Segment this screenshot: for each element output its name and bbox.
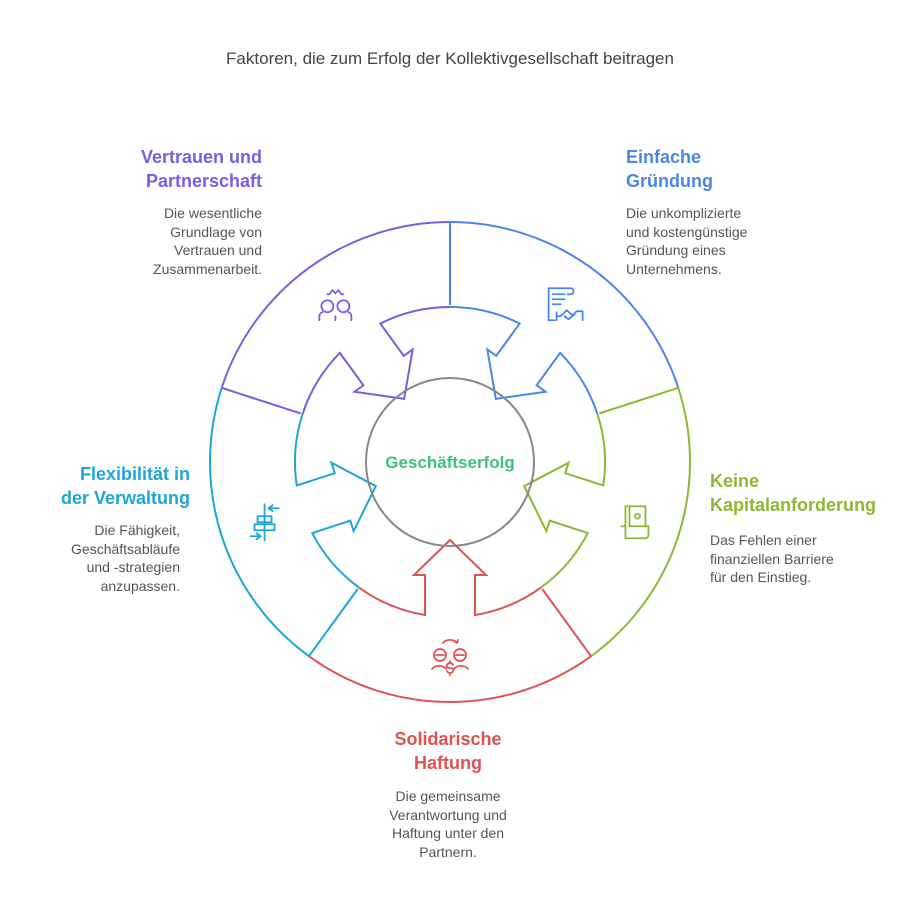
liability-arrow [358,538,542,617]
liability-outer-arc [308,655,592,703]
trust-heading: Vertrauen und Partnerschaft [80,145,262,193]
liability-description: Die gemeinsame Verantwortung und Haftung… [348,787,548,861]
heading-line: Vertrauen und [140,147,262,167]
trust-divider [221,386,301,415]
heading-line: Flexibilität in [79,464,190,484]
description-line: und kostengünstige [626,223,748,240]
heading-line: Partnerschaft [145,171,262,191]
founding-outer-arc [449,221,680,389]
center-circle [365,377,535,547]
heading-line: der Verwaltung [60,488,190,508]
heading-line: Solidarische [394,729,502,749]
partners-icon [318,288,353,322]
flexibility-outer-arc [209,387,310,657]
description-line: Zusammenarbeit. [153,260,262,277]
description-line: Unternehmens. [626,260,722,277]
founding-heading: Einfache Gründung [626,145,713,193]
description-line: Grundlage von [170,223,262,240]
flexibility-arrow [294,413,378,589]
description-line: Die unkomplizierte [626,205,742,221]
description-line: Das Fehlen einer [710,532,817,548]
description-line: Die Fähigkeit, [94,522,180,538]
heading-line: Gründung [626,171,713,191]
shared-liability-icon [431,639,469,676]
capital-description: Das Fehlen einer finanziellen Barriere f… [710,531,834,587]
capital-arrow [522,413,606,589]
description-line: Partnern. [419,843,477,860]
description-line: und -strategien [86,559,180,575]
capital-heading: Keine Kapitalanforderung [710,469,876,517]
capital-outer-arc [590,387,691,657]
description-line: Gründung eines [626,242,726,258]
description-line: für den Einstieg. [710,569,812,585]
trust-outer-arc [220,221,451,389]
liability-heading: Solidarische Haftung [348,727,548,775]
flexibility-divider [308,588,359,657]
align-adjust-icon [249,503,280,542]
diagram-title: Faktoren, die zum Erfolg der Kollektivge… [226,49,674,68]
founding-arrow [449,306,599,415]
description-line: Die wesentliche [163,205,262,221]
center-label: Geschäftserfolg [385,453,514,472]
heading-line: Keine [710,471,760,491]
description-line: Haftung unter den [391,825,505,841]
trust-arrow [301,306,451,415]
flexibility-description: Die Fähigkeit, Geschäftsabläufe und -str… [10,521,180,595]
liability-divider [541,588,592,657]
description-line: Die gemeinsame [395,788,501,804]
trust-description: Die wesentliche Grundlage von Vertrauen … [80,204,262,278]
heading-line: Einfache [626,147,702,167]
description-line: Verantwortung und [389,806,507,823]
capital-divider [599,386,679,415]
founding-description: Die unkomplizierte und kostengünstige Gr… [626,204,747,278]
description-line: anzupassen. [100,577,180,594]
description-line: Vertrauen und [174,242,262,258]
money-hand-icon [620,505,650,540]
flexibility-heading: Flexibilität in der Verwaltung [10,462,190,510]
description-line: finanziellen Barriere [710,550,834,567]
contract-handshake-icon [547,287,584,322]
heading-line: Haftung [414,753,482,773]
heading-line: Kapitalanforderung [710,495,877,515]
description-line: Geschäftsabläufe [71,540,180,557]
